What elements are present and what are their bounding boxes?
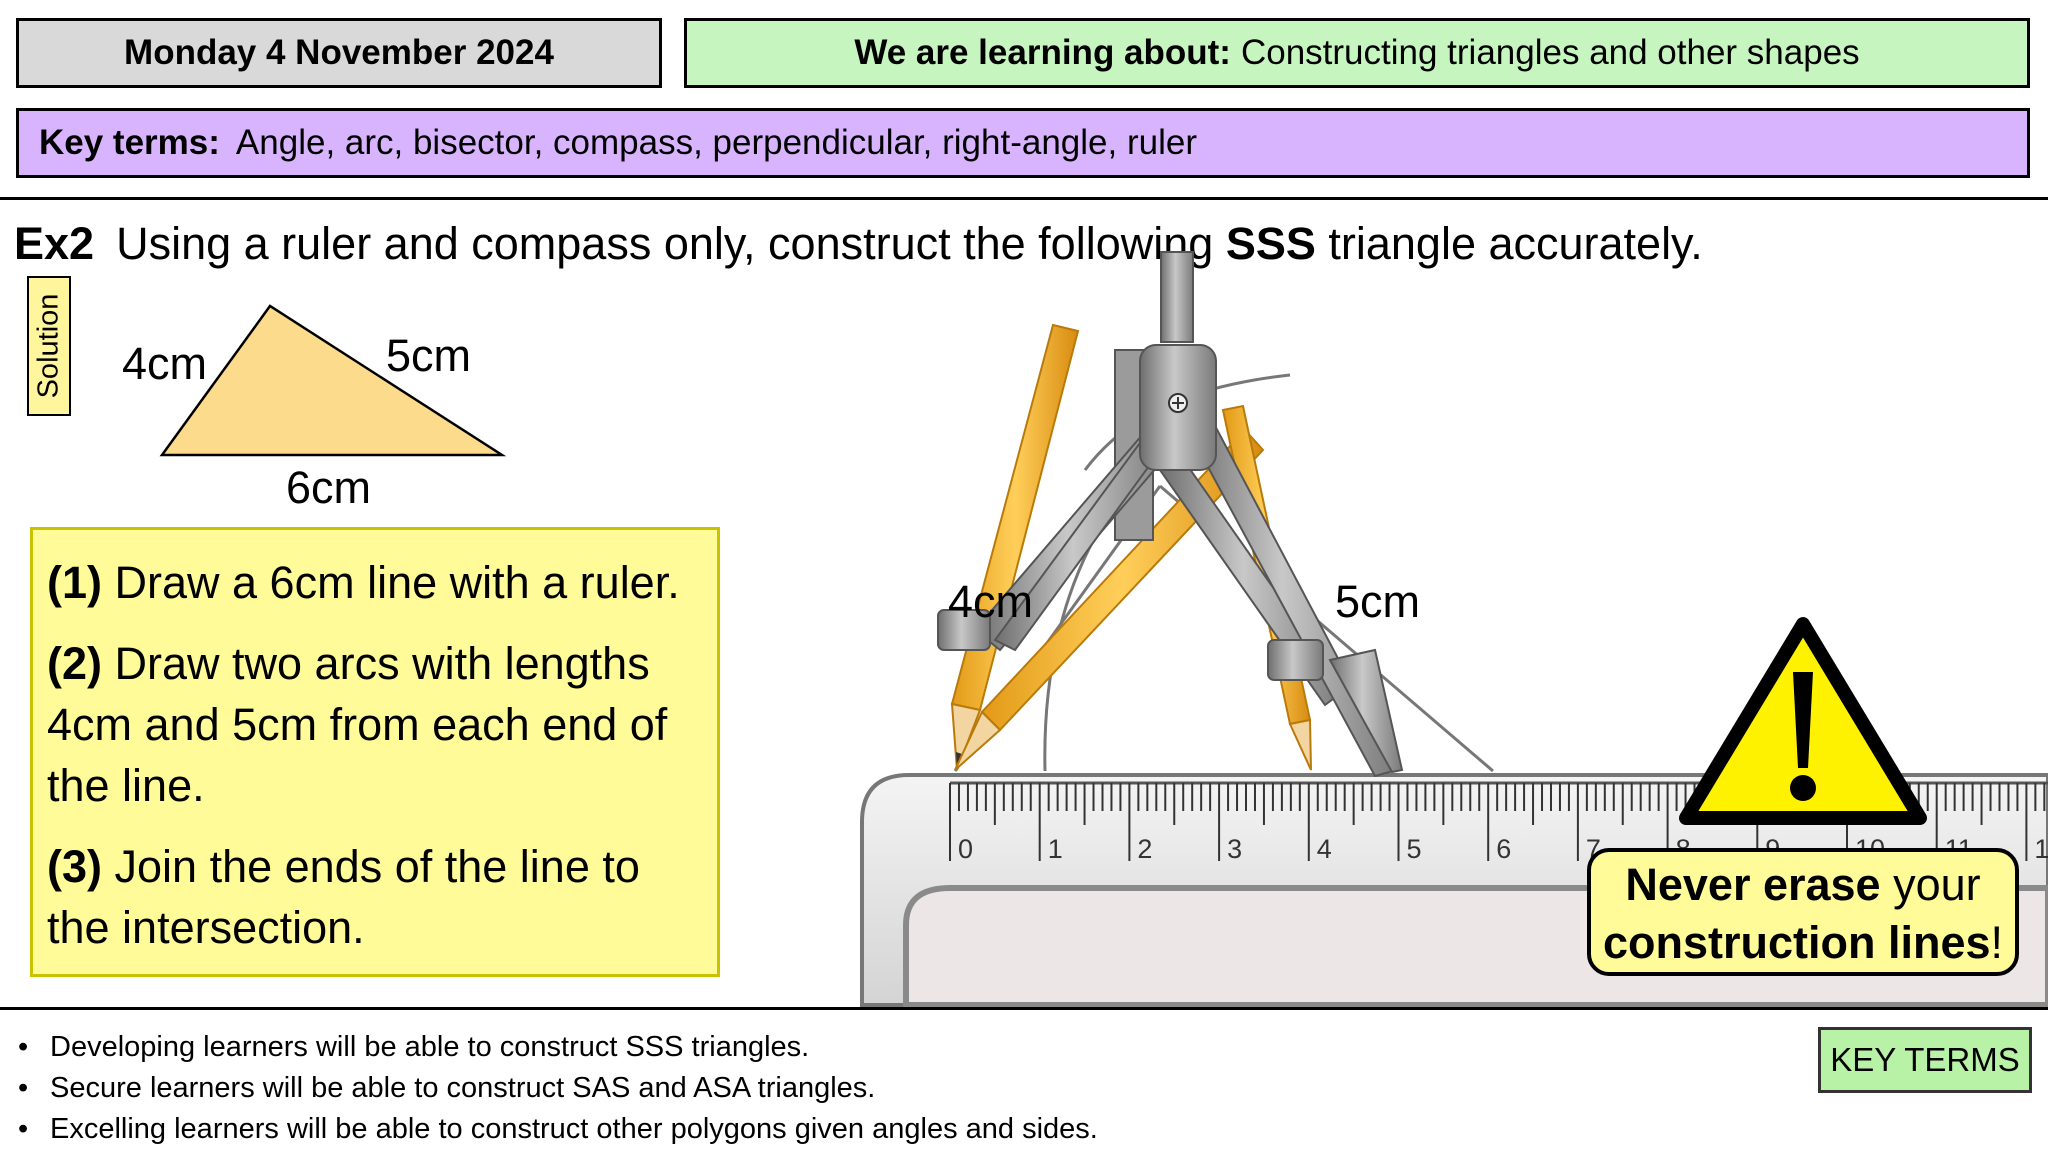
warning-bold-1: Never erase — [1625, 859, 1881, 910]
key-terms-button-label: KEY TERMS — [1830, 1041, 2020, 1078]
learning-about-header: We are learning about: Constructing tria… — [684, 18, 2030, 88]
warning-text-1: your — [1893, 859, 1981, 910]
objective-developing: Developing learners will be able to cons… — [18, 1027, 1098, 1068]
ruler-number: 6 — [1496, 834, 1511, 864]
learning-objectives: Developing learners will be able to cons… — [18, 1027, 1098, 1150]
step-2-text: Draw two arcs with lengths 4cm and 5cm f… — [47, 638, 668, 811]
warning-text-2: ! — [1990, 917, 2004, 968]
ruler-number: 1 — [1048, 834, 1063, 864]
ruler-number: 0 — [958, 834, 973, 864]
learning-about-text: Constructing triangles and other shapes — [1240, 33, 1860, 72]
ruler-number: 3 — [1227, 834, 1242, 864]
key-terms-button[interactable]: KEY TERMS — [1818, 1027, 2032, 1093]
step-1: (1) Draw a 6cm line with a ruler. — [47, 552, 703, 613]
step-1-text: Draw a 6cm line with a ruler. — [114, 557, 680, 608]
objective-excelling: Excelling learners will be able to const… — [18, 1109, 1098, 1150]
warning-bold-2: construction lines — [1602, 917, 1991, 968]
ruler-number: 2 — [1137, 834, 1152, 864]
step-3: (3) Join the ends of the line to the int… — [47, 836, 647, 958]
triangle-side-left-label: 4cm — [122, 338, 208, 389]
example-triangle — [159, 304, 507, 457]
ruler-number: 4 — [1317, 834, 1332, 864]
question-number: Ex2 — [14, 218, 95, 269]
triangle-side-right-label: 5cm — [386, 330, 472, 381]
solution-tab[interactable]: Solution — [27, 276, 71, 416]
step-3-text: Join the ends of the line to the interse… — [47, 841, 640, 953]
key-terms-label: Key terms: — [39, 123, 220, 162]
date-text: Monday 4 November 2024 — [124, 33, 554, 72]
step-1-number: (1) — [47, 557, 102, 608]
triangle-base-label: 6cm — [286, 462, 372, 513]
question-text-before: Using a ruler and compass only, construc… — [116, 218, 1214, 269]
key-terms-text: Angle, arc, bisector, compass, perpendic… — [235, 123, 1197, 162]
objective-secure: Secure learners will be able to construc… — [18, 1068, 1098, 1109]
instructions-box: (1) Draw a 6cm line with a ruler. (2) Dr… — [30, 527, 720, 977]
ruler-number: 5 — [1407, 834, 1422, 864]
question-text-after: triangle accurately. — [1328, 218, 1703, 269]
arc-5cm-label: 5cm — [1335, 576, 1421, 627]
ruler-number: 1 — [2034, 834, 2048, 864]
warning-triangle-icon — [1679, 617, 1927, 825]
question-text: Ex2 Using a ruler and compass only, const… — [14, 218, 1703, 270]
key-terms-header: Key terms: Angle, arc, bisector, compass… — [16, 108, 2030, 178]
warning-callout: Never erase your construction lines! — [1587, 848, 2019, 976]
question-text-bold: SSS — [1225, 218, 1316, 269]
compass-icon — [937, 251, 1404, 778]
top-divider — [0, 197, 2048, 200]
arc-4cm-label: 4cm — [948, 576, 1034, 627]
date-header: Monday 4 November 2024 — [16, 18, 662, 88]
learning-about-label: We are learning about: — [854, 33, 1231, 72]
step-2: (2) Draw two arcs with lengths 4cm and 5… — [47, 633, 703, 816]
bottom-divider — [0, 1007, 2048, 1010]
step-2-number: (2) — [47, 638, 102, 689]
step-3-number: (3) — [47, 841, 102, 892]
